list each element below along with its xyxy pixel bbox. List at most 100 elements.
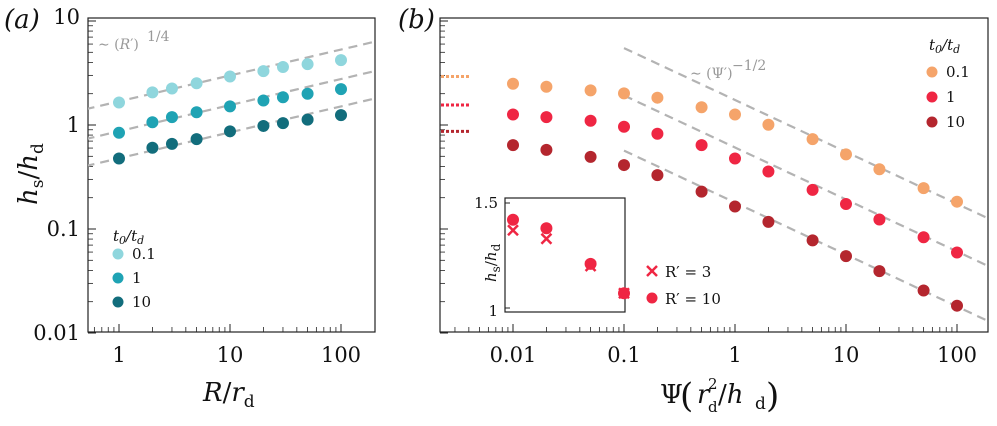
point-b-series-0.1 <box>540 80 553 93</box>
svg-text:d: d <box>708 398 718 416</box>
y-tick-label-a-0.01: 0.01 <box>33 321 80 345</box>
inset-point-o <box>507 213 519 226</box>
inset-y-tick-1.5: 1.5 <box>474 194 498 212</box>
x-tick-label-b-0.1: 0.1 <box>607 343 640 367</box>
trend-line-a-1 <box>88 70 375 140</box>
point-a-series-0.1 <box>257 65 270 78</box>
svg-text:/h: /h <box>718 380 744 410</box>
point-b-series-0.1 <box>651 91 664 104</box>
point-a-series-10 <box>301 113 314 126</box>
point-b-series-0.1 <box>584 84 597 97</box>
inset-legend-label-r3: R′ = 3 <box>665 263 711 281</box>
svg-text:t0/td: t0/td <box>929 36 960 56</box>
point-a-series-10 <box>257 119 270 132</box>
legend-label-b-10: 10 <box>946 113 965 131</box>
point-b-series-1 <box>507 108 519 121</box>
y-axis-label-a: hs/hd <box>14 143 48 205</box>
inset-point-o <box>540 222 553 235</box>
point-a-series-1 <box>224 100 236 113</box>
x-axis-label-b: Ψ ( r 2 d /h d ) <box>660 375 779 416</box>
point-b-series-10 <box>540 143 553 156</box>
point-b-series-1 <box>651 127 664 140</box>
point-a-series-1 <box>257 94 270 107</box>
legend-marker-a-1 <box>112 272 124 284</box>
point-a-series-0.1 <box>276 60 289 73</box>
point-b-series-10 <box>762 215 775 228</box>
point-b-series-0.1 <box>695 101 708 114</box>
x-tick-label-a-10: 10 <box>217 343 244 367</box>
point-b-series-10 <box>917 284 930 297</box>
legend-a: t0/td 0.1 1 10 <box>112 227 156 311</box>
point-a-series-10 <box>165 137 178 150</box>
svg-text:hs/hd: hs/hd <box>14 143 48 205</box>
x-tick-label-a-1: 1 <box>112 343 125 367</box>
inset-axes <box>504 197 626 313</box>
trend-line-a-0 <box>88 40 375 110</box>
legend-marker-a-0.1 <box>112 248 124 260</box>
point-b-series-1 <box>584 114 597 127</box>
point-a-series-0.1 <box>113 96 125 109</box>
svg-text:1/4: 1/4 <box>147 29 170 45</box>
y-tick-label-a-1: 1 <box>67 113 80 137</box>
point-b-series-1 <box>806 183 819 196</box>
point-b-series-10 <box>507 139 519 152</box>
inset-legend-label-r10: R′ = 10 <box>665 290 721 308</box>
svg-text:r: r <box>697 380 711 410</box>
trend-annotation-a: ∼ (R′) 1/4 <box>98 29 170 53</box>
point-b-series-1 <box>951 246 963 259</box>
point-b-series-10 <box>584 150 597 163</box>
y-tick-label-a-10: 10 <box>53 5 80 29</box>
point-b-series-1 <box>729 152 741 165</box>
point-b-series-1 <box>618 120 630 133</box>
point-b-series-10 <box>729 200 741 213</box>
point-a-series-10 <box>190 133 203 146</box>
svg-text:Ψ: Ψ <box>660 380 683 410</box>
legend-label-a-10: 10 <box>132 293 151 311</box>
point-a-series-0.1 <box>165 82 178 95</box>
legend-label-a-0.1: 0.1 <box>132 245 156 263</box>
x-tick-label-a-100: 100 <box>321 343 361 367</box>
point-b-series-10 <box>618 159 630 172</box>
legend-marker-a-10 <box>112 296 124 308</box>
inset-legend: R′ = 3 R′ = 10 <box>646 263 721 308</box>
legend-marker-b-0.1 <box>926 66 938 78</box>
point-b-series-0.1 <box>917 182 930 195</box>
point-a-series-0.1 <box>146 86 159 99</box>
point-a-series-0.1 <box>224 70 236 83</box>
svg-text:): ) <box>766 376 779 416</box>
inset-legend-marker-o <box>646 292 658 304</box>
point-a-series-10 <box>276 117 289 130</box>
svg-text:(: ( <box>680 376 693 416</box>
inset-point-x <box>540 232 553 245</box>
point-a-series-1 <box>190 106 203 119</box>
svg-text:∼ (Ψ′): ∼ (Ψ′) <box>690 66 733 82</box>
point-b-series-0.1 <box>951 195 963 208</box>
panel-a-label: (a) <box>4 5 40 35</box>
inset-y-axis-label: hs/hd <box>482 243 503 282</box>
point-b-series-0.1 <box>618 87 630 100</box>
point-b-series-10 <box>806 234 819 247</box>
point-a-series-1 <box>335 83 347 96</box>
inset-point-o <box>584 257 597 270</box>
point-b-series-1 <box>873 213 886 226</box>
point-a-series-10 <box>335 109 347 122</box>
point-a-series-0.1 <box>190 77 203 90</box>
legend-marker-b-1 <box>926 91 938 103</box>
point-a-series-1 <box>276 91 289 104</box>
x-tick-label-b-10: 10 <box>833 343 860 367</box>
svg-text:∼ (R′): ∼ (R′) <box>98 37 139 53</box>
point-a-series-10 <box>224 125 236 138</box>
svg-text:hs/hd: hs/hd <box>482 243 503 282</box>
point-b-series-10 <box>651 169 664 182</box>
panel-b-label: (b) <box>398 5 435 35</box>
point-a-series-0.1 <box>301 58 314 71</box>
trend-line-b-2 <box>623 149 988 323</box>
point-a-series-10 <box>146 141 159 154</box>
point-a-series-10 <box>113 152 125 165</box>
point-b-series-10 <box>840 250 852 263</box>
inset-y-tick-1: 1 <box>488 302 498 320</box>
x-tick-label-b-100: 100 <box>937 343 977 367</box>
legend-label-a-1: 1 <box>132 269 142 287</box>
panel-a-axes <box>87 17 376 333</box>
point-b-series-10 <box>873 265 886 278</box>
